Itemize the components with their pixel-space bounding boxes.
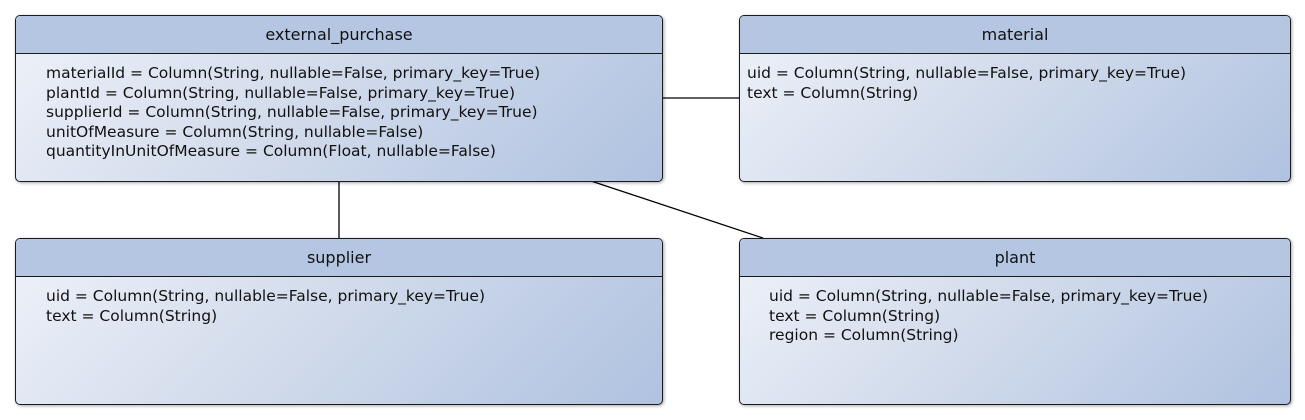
entity-plant[interactable]: plant uid = Column(String, nullable=Fals… — [739, 238, 1291, 405]
field-row: uid = Column(String, nullable=False, pri… — [769, 287, 1209, 305]
field-row: plantId = Column(String, nullable=False,… — [46, 83, 516, 102]
field-row: supplierId = Column(String, nullable=Fal… — [46, 103, 538, 121]
field-row: quantityInUnitOfMeasure = Column(Float, … — [46, 142, 496, 160]
field-row: uid = Column(String, nullable=False, pri… — [46, 287, 486, 305]
field-row: unitOfMeasure = Column(String, nullable=… — [46, 122, 424, 141]
entity-title: supplier — [16, 239, 662, 277]
field-row: text = Column(String) — [46, 306, 218, 325]
entity-fields: uid = Column(String, nullable=False, pri… — [740, 277, 1290, 346]
entity-fields: uid = Column(String, nullable=False, pri… — [16, 277, 662, 326]
entity-external-purchase[interactable]: external_purchase materialId = Column(St… — [15, 15, 663, 182]
field-row: text = Column(String) — [747, 83, 919, 102]
entity-fields: uid = Column(String, nullable=False, pri… — [740, 54, 1290, 103]
entity-supplier[interactable]: supplier uid = Column(String, nullable=F… — [15, 238, 663, 405]
entity-title: plant — [740, 239, 1290, 277]
entity-material[interactable]: material uid = Column(String, nullable=F… — [739, 15, 1291, 182]
connector-external_purchase-plant — [590, 180, 764, 239]
field-row: uid = Column(String, nullable=False, pri… — [747, 64, 1187, 82]
field-row: materialId = Column(String, nullable=Fal… — [46, 64, 541, 82]
entity-title: external_purchase — [16, 16, 662, 54]
field-row: text = Column(String) — [769, 306, 941, 325]
entity-title: material — [740, 16, 1290, 54]
field-row: region = Column(String) — [769, 326, 959, 344]
entity-fields: materialId = Column(String, nullable=Fal… — [16, 54, 662, 162]
